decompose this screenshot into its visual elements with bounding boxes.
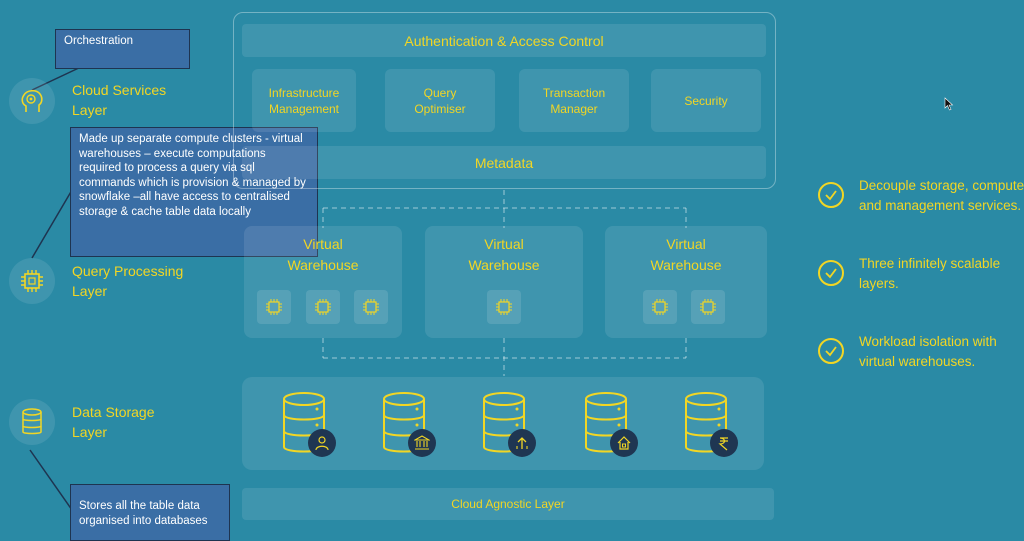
check-circle-icon (818, 338, 844, 364)
compute-callout: Made up separate compute clusters - virt… (70, 127, 318, 257)
user-icon (308, 429, 336, 457)
home-icon (610, 429, 638, 457)
metadata-bar: Metadata (242, 146, 766, 179)
orchestration-callout: Orchestration (55, 29, 190, 69)
security-box: Security (651, 69, 761, 132)
cpu-chip-icon (9, 258, 55, 304)
mouse-cursor-icon (944, 97, 954, 111)
brain-gear-icon (9, 78, 55, 124)
auth-access-control-bar: Authentication & Access Control (242, 24, 766, 57)
database-icon (9, 399, 55, 445)
bank-icon (408, 429, 436, 457)
data-storage-layer-label: Data Storage Layer (72, 404, 155, 440)
cpu-chip-icon (354, 290, 388, 324)
storage-layer-area (242, 377, 764, 470)
query-processing-layer-label: Query Processing Layer (72, 263, 184, 299)
cpu-chip-icon (487, 290, 521, 324)
cpu-chip-icon (691, 290, 725, 324)
cloud-services-frame (233, 12, 776, 189)
cpu-chip-icon (257, 290, 291, 324)
cpu-chip-icon (643, 290, 677, 324)
check-circle-icon (818, 260, 844, 286)
cloud-agnostic-layer-bar: Cloud Agnostic Layer (242, 488, 774, 520)
check-circle-icon (818, 182, 844, 208)
cloud-services-layer-label: Cloud Services Layer (72, 82, 167, 118)
cpu-chip-icon (306, 290, 340, 324)
rupee-icon (710, 429, 738, 457)
storage-callout: Stores all the table data organised into… (70, 484, 230, 541)
upload-icon (508, 429, 536, 457)
